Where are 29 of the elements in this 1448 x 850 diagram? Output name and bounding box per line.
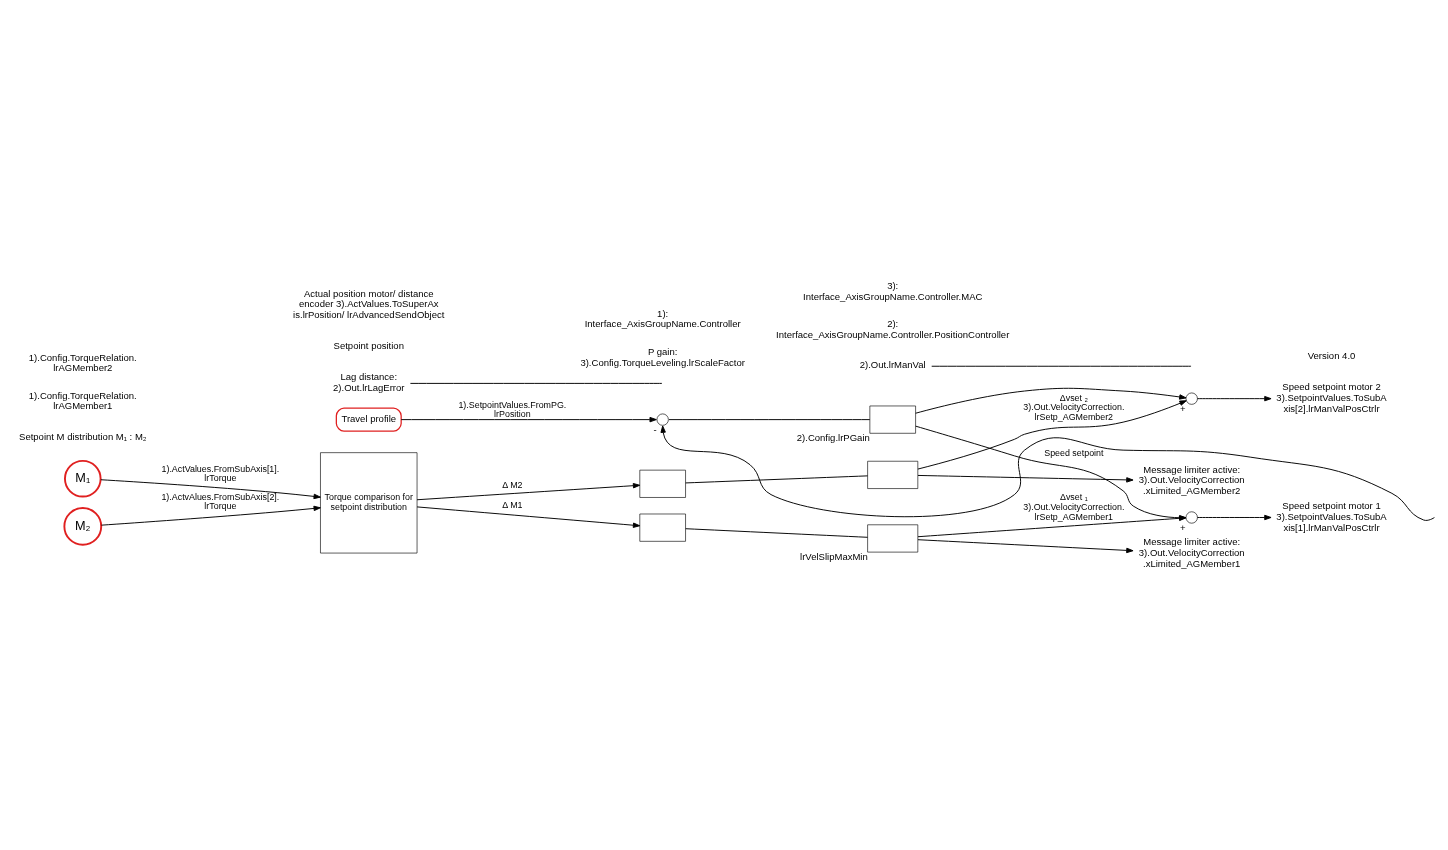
edge-label: 1).ActvAlues.FromSubAxis[2]. lrTorque [161,491,280,511]
node-label: + [1180,402,1186,414]
node-label: lrVelSlipMaxMin [800,550,868,562]
edge-label: Speed setpoint [1044,447,1104,458]
edge-label: Δ M2 [502,479,523,490]
node-text: 2).Out.lrManVal [859,358,926,370]
label: 1): Interface_AxisGroupName.Controller [584,307,741,329]
edge-label: 1).ActValues.FromSubAxis[1]. lrTorque [161,463,280,483]
label: 1).Config.TorqueRelation. lrAGMember1 [28,389,137,411]
label: Version 4.0 [1307,349,1356,361]
node-text: Lag distance: 2).Out.lrLagError [333,370,405,393]
label: Setpoint position [333,339,404,351]
node-text: Message limiter active: 3).Out.VelocityCorrection .xLimited_AGMember1 [1138,535,1245,569]
node-text: Speed setpoint motor 1 3).SetpointValues.ToSubA xis[1].lrManValPosCtrlr [1276,499,1387,533]
label: P gain: 3).Config.TorqueLeveling.lrScaleFactor [580,345,745,368]
node-text: Speed setpoint motor 2 3).SetpointValues.ToSubA xis[2].lrManValPosCtrlr [1276,380,1387,414]
label: Actual position motor/ distance encoder 3).ActValues.ToSuperAx is.lrPosition/ lrAdvancedSendObject [293,287,445,320]
node-text: Message limiter active: 3).Out.VelocityCorrection .xLimited_AGMember2 [1138,463,1245,496]
label: 2): Interface_AxisGroupName.Controller.PositionController [776,317,1010,340]
label: 3): Interface_AxisGroupName.Controller.MAC [803,279,983,302]
edge-label: Δ M1 [502,499,523,510]
node-label: - [653,423,657,435]
label: 1).Config.TorqueRelation. lrAGMember2 [28,351,137,373]
label: Setpoint M distribution M₁ : M₂ [19,430,147,442]
node-label: + [1180,521,1186,533]
edge-label: 1).SetpointValues.FromPG. lrPosition [458,399,567,419]
node-label: 2).Config.lrPGain [796,431,870,443]
edge-label: Δvset ₁ 3).Out.VelocityCorrection. lrSetp_AGMember1 [1023,491,1125,522]
edge-label: Δvset ₂ 3).Out.VelocityCorrection. lrSetp_AGMember2 [1023,392,1125,422]
